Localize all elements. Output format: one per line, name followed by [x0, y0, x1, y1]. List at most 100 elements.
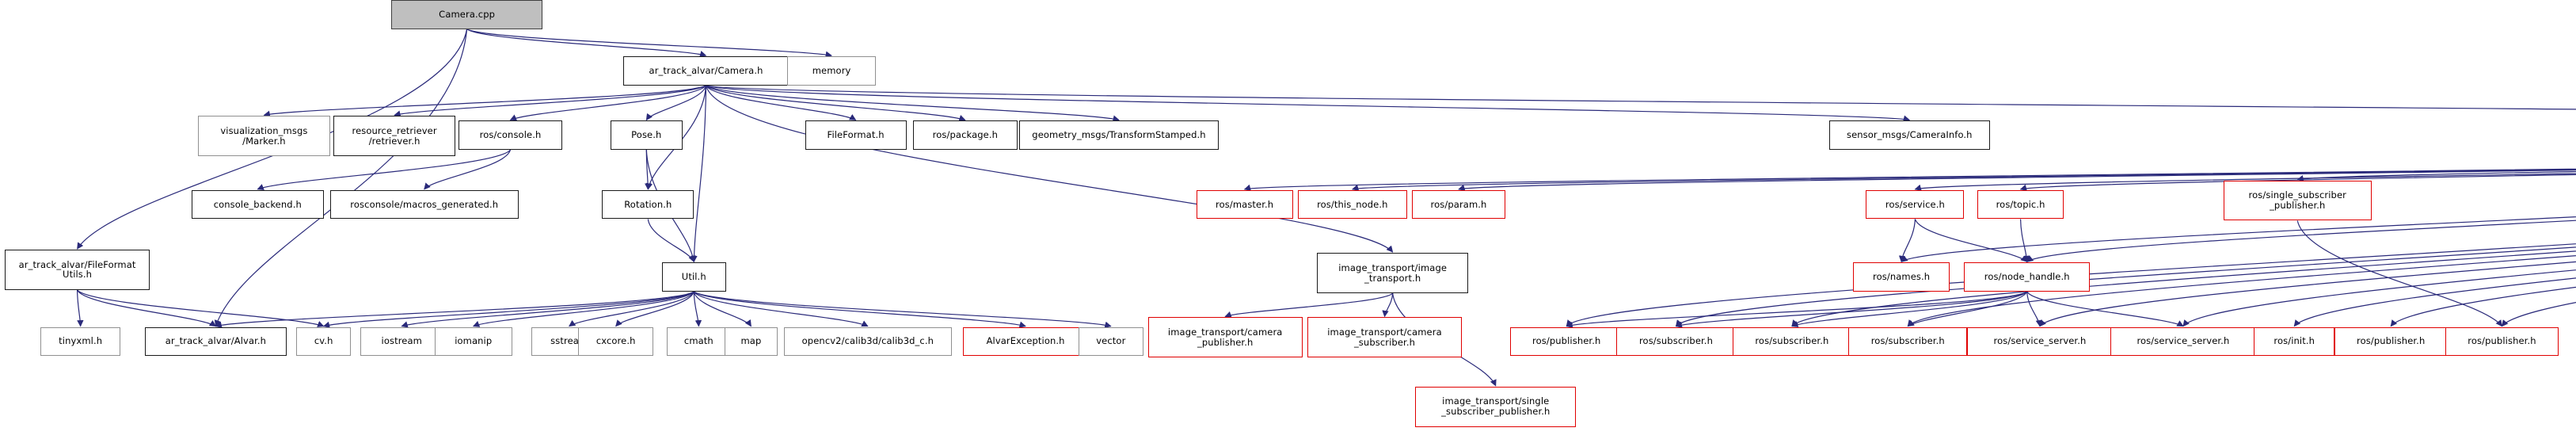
graph-node-ros_publisher_h_3[interactable]: ros/publisher.h [2445, 327, 2559, 357]
graph-node-ros_publisher_h_2[interactable]: ros/publisher.h [2334, 327, 2448, 357]
graph-node-ar_camera_h[interactable]: ar_track_alvar/Camera.h [622, 56, 790, 86]
graph-node-ros_subscriber_h_1[interactable]: ros/subscriber.h [1616, 327, 1736, 357]
edge-ar_camera_h-to-ros_package_h [706, 85, 966, 122]
graph-node-tinyxml_h[interactable]: tinyxml.h [40, 327, 121, 357]
graph-node-it_image_transport_h[interactable]: image_transport/image _transport.h [1317, 253, 1469, 293]
graph-node-ros_this_node_h[interactable]: ros/this_node.h [1297, 189, 1407, 220]
edge-util_h-to-alvar_exception_h [693, 291, 1026, 328]
edge-ros_ros_h-to-ros_subscriber_h_2 [1791, 250, 2576, 327]
graph-node-ros_subscriber_h_2[interactable]: ros/subscriber.h [1732, 327, 1852, 357]
edge-util_h-to-cv_h [322, 291, 694, 328]
edge-ros_ros_h-to-ros_this_node_h [1352, 169, 2576, 191]
graph-node-ros_master_h[interactable]: ros/master.h [1196, 189, 1293, 220]
edge-ros_service_h-to-ros_names_h [1898, 219, 1916, 263]
graph-node-ros_init_h[interactable]: ros/init.h [2254, 327, 2335, 357]
graph-node-ros_single_sub_pub_h[interactable]: ros/single_subscriber _publisher.h [2223, 180, 2372, 221]
edge-ros_ros_h-to-ros_publisher_h_1 [1566, 243, 2576, 327]
edge-ros_node_handle_h-to-ros_subscriber_h_1 [1675, 291, 2028, 328]
graph-node-vis_marker[interactable]: visualization_msgs /Marker.h [198, 116, 330, 157]
graph-node-ros_service_server_h_1[interactable]: ros/service_server.h [1967, 327, 2113, 357]
graph-node-it_camera_pub_h[interactable]: image_transport/camera _publisher.h [1147, 317, 1303, 358]
edge-ar_fileformat_utils-to-tinyxml_h [76, 289, 84, 327]
graph-node-iomanip[interactable]: iomanip [434, 327, 512, 357]
graph-node-opencv_calib3d[interactable]: opencv2/calib3d/calib3d_c.h [784, 327, 952, 357]
edge-ar_camera_h-to-resource_retriever [394, 85, 706, 117]
graph-node-cxcore_h[interactable]: cxcore.h [577, 327, 654, 357]
edge-ros_ros_h-to-ros_service_server_h_2 [2182, 269, 2576, 327]
graph-node-pose_h[interactable]: Pose.h [610, 120, 683, 151]
edge-ros_node_handle_h-to-ros_service_server_h_1 [2026, 291, 2043, 327]
edge-ros_ros_h-to-ros_publisher_h_3 [2501, 302, 2576, 327]
edge-util_h-to-opencv_calib3d [693, 291, 869, 327]
graph-node-cv_h[interactable]: cv.h [296, 327, 352, 357]
edge-ros_ros_h-to-ros_master_h [1243, 168, 2576, 191]
edge-ros_node_handle_h-to-ros_service_server_h_2 [2026, 291, 2184, 327]
edge-ros_ros_h-to-ros_param_h [1458, 170, 2576, 191]
graph-node-resource_retriever[interactable]: resource_retriever /retriever.h [333, 116, 456, 157]
graph-node-ros_publisher_h_1[interactable]: ros/publisher.h [1510, 327, 1623, 357]
edge-pose_h-to-rotation_h [645, 150, 652, 190]
graph-node-ros_service_server_h_2[interactable]: ros/service_server.h [2110, 327, 2256, 357]
graph-node-it_camera_sub_h[interactable]: image_transport/camera _subscriber.h [1307, 317, 1463, 358]
graph-node-ros_param_h[interactable]: ros/param.h [1412, 189, 1505, 220]
edge-ar_camera_h-to-geom_tfs [706, 85, 1120, 122]
edge-camera_cpp-to-ar_alvar_h [214, 29, 468, 327]
graph-node-vector[interactable]: vector [1079, 327, 1143, 357]
edge-camera_cpp-to-ar_camera_h [466, 29, 707, 58]
edge-util_h-to-cxcore_h [615, 291, 694, 327]
edge-ar_camera_h-to-ros_console_h [509, 85, 707, 121]
graph-node-rotation_h[interactable]: Rotation.h [602, 189, 694, 220]
graph-node-fileformat_h[interactable]: FileFormat.h [805, 120, 907, 151]
edge-util_h-to-map [693, 291, 751, 327]
edge-ros_node_handle_h-to-ros_publisher_h_1 [1566, 291, 2028, 328]
graph-node-ros_service_h[interactable]: ros/service.h [1866, 189, 1965, 220]
graph-node-ar_alvar_h[interactable]: ar_track_alvar/Alvar.h [144, 327, 287, 357]
graph-node-ros_node_handle_h[interactable]: ros/node_handle.h [1964, 262, 2090, 292]
graph-node-it_single_sub_pub_h[interactable]: image_transport/single _subscriber_publi… [1415, 386, 1577, 427]
graph-node-ar_fileformat_utils[interactable]: ar_track_alvar/FileFormat Utils.h [5, 250, 150, 290]
edge-ros_ros_h-to-ros_service_server_h_1 [2039, 261, 2576, 327]
edge-util_h-to-ar_alvar_h [215, 291, 694, 328]
graph-node-memory[interactable]: memory [787, 56, 876, 86]
graph-node-alvar_exception_h[interactable]: AlvarException.h [962, 327, 1089, 357]
graph-node-ros_package_h[interactable]: ros/package.h [912, 120, 1018, 151]
edge-ros_topic_h-to-ros_node_handle_h [2019, 219, 2030, 263]
graph-node-rosconsole_macros[interactable]: rosconsole/macros_generated.h [329, 189, 519, 220]
graph-node-iostream[interactable]: iostream [360, 327, 443, 357]
edge-ros_service_h-to-ros_node_handle_h [1914, 219, 2028, 262]
edge-ar_fileformat_utils-to-cv_h [77, 289, 325, 327]
graph-node-cmath[interactable]: cmath [666, 327, 732, 357]
edge-ros_ros_h-to-ros_single_sub_pub_h [2296, 170, 2576, 182]
edge-camera_cpp-to-memory [466, 29, 832, 58]
edge-ros_node_handle_h-to-ros_subscriber_h_2 [1791, 291, 2028, 327]
graph-node-ros_topic_h[interactable]: ros/topic.h [1977, 189, 2064, 220]
graph-node-ros_names_h[interactable]: ros/names.h [1853, 262, 1950, 292]
edge-ar_camera_h-to-pose_h [645, 85, 707, 121]
edge-util_h-to-sstream [569, 291, 694, 327]
edge-ar_camera_h-to-sensor_camerainfo [706, 85, 1911, 122]
edge-ar_camera_h-to-it_image_transport_h [705, 85, 1394, 253]
edge-it_image_transport_h-to-it_camera_sub_h [1382, 292, 1394, 318]
graph-node-map[interactable]: map [724, 327, 778, 357]
graph-node-util_h[interactable]: Util.h [661, 262, 726, 292]
edge-ar_camera_h-to-fileformat_h [705, 85, 857, 120]
edge-ar_camera_h-to-ros_ros_h [706, 85, 2576, 110]
graph-node-camera_cpp[interactable]: Camera.cpp [391, 0, 543, 29]
edge-ros_ros_h-to-ros_subscriber_h_3 [1907, 255, 2576, 327]
edge-ar_fileformat_utils-to-ar_alvar_h [77, 289, 217, 327]
edge-util_h-to-cmath [693, 291, 702, 327]
graph-node-ros_subscriber_h_3[interactable]: ros/subscriber.h [1848, 327, 1968, 357]
edge-util_h-to-iostream [401, 291, 694, 328]
graph-node-ros_console_h[interactable]: ros/console.h [459, 120, 562, 151]
edge-ros_ros_h-to-ros_init_h [2293, 277, 2576, 327]
edge-util_h-to-iomanip [472, 291, 694, 327]
edge-ros_ros_h-to-ros_publisher_h_2 [2390, 286, 2576, 327]
graph-node-geom_tfs[interactable]: geometry_msgs/TransformStamped.h [1018, 120, 1220, 151]
edge-util_h-to-vector [693, 291, 1112, 328]
graph-node-console_backend_h[interactable]: console_backend.h [191, 189, 324, 220]
edge-ros_ros_h-to-ros_subscriber_h_1 [1675, 246, 2576, 327]
edge-it_image_transport_h-to-it_camera_pub_h [1224, 292, 1394, 318]
graph-node-sensor_camerainfo[interactable]: sensor_msgs/CameraInfo.h [1828, 120, 1990, 151]
